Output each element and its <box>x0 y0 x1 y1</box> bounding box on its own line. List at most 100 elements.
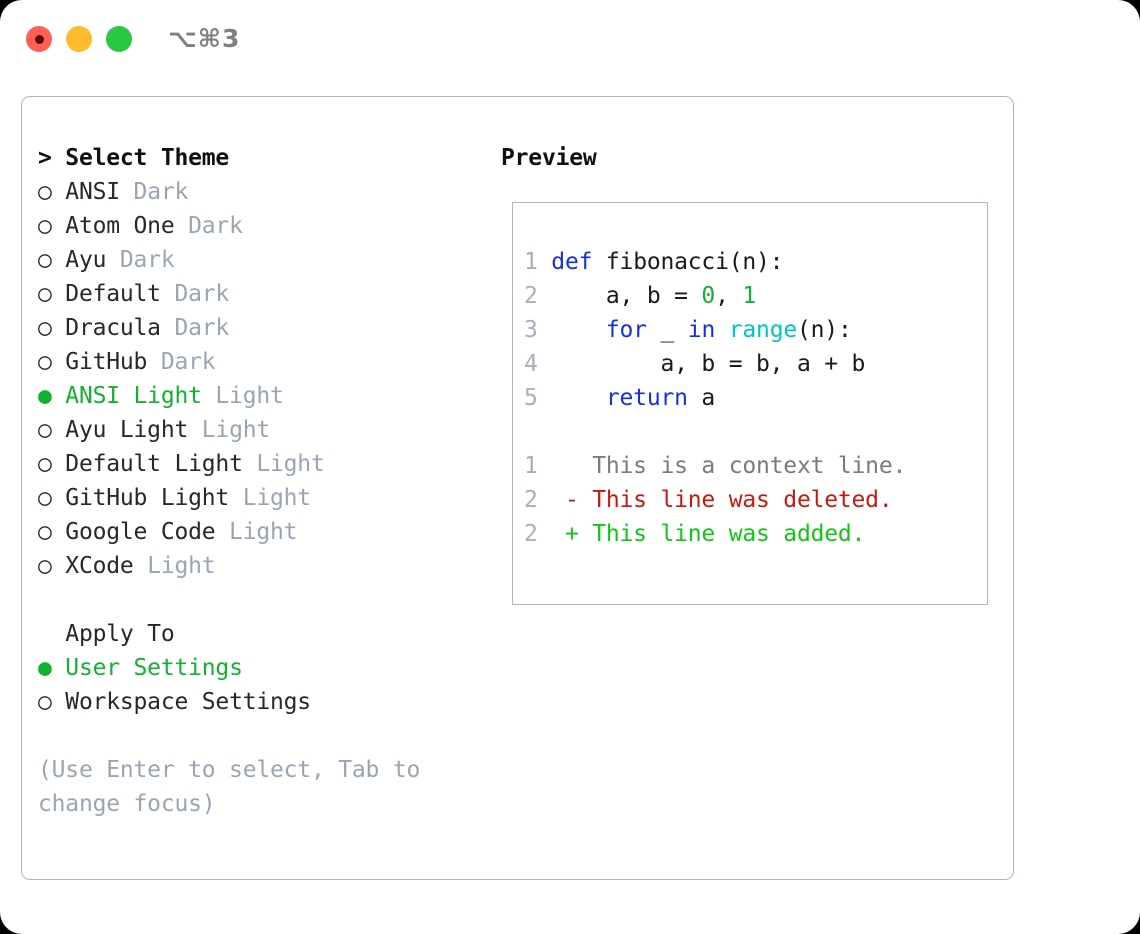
theme-option-category: Light <box>229 519 298 545</box>
theme-option[interactable]: ○ GitHub Dark <box>38 345 488 379</box>
hint-spacer <box>38 719 488 753</box>
code-token: def <box>551 249 593 275</box>
theme-picker-column: > Select Theme ○ ANSI Dark○ Atom One Dar… <box>38 141 488 821</box>
theme-option-label: XCode <box>65 553 148 579</box>
radio-unselected-icon: ○ <box>38 553 66 579</box>
code-token: range <box>728 317 797 343</box>
keyboard-hint: (Use Enter to select, Tab to change focu… <box>38 757 421 817</box>
theme-option-category: Light <box>242 485 311 511</box>
radio-unselected-icon: ○ <box>38 247 66 273</box>
theme-option-category: Dark <box>174 281 230 307</box>
apply-to-option[interactable]: ● User Settings <box>38 651 488 685</box>
theme-option[interactable]: ○ Ayu Light Light <box>38 413 488 447</box>
code-token: fibonacci(n): <box>592 249 784 275</box>
radio-unselected-icon: ○ <box>38 689 66 715</box>
line-number: 2 <box>524 487 552 513</box>
radio-unselected-icon: ○ <box>38 315 66 341</box>
line-number: 2 <box>524 283 552 309</box>
theme-option-label: Atom One <box>65 213 189 239</box>
radio-unselected-icon: ○ <box>38 213 66 239</box>
window-controls <box>26 26 132 52</box>
diff-line: 2 - This line was deleted. <box>524 483 979 517</box>
code-token: 0 <box>701 283 716 309</box>
maximize-button[interactable] <box>106 26 132 52</box>
theme-option-category: Light <box>215 383 284 409</box>
theme-option[interactable]: ● ANSI Light Light <box>38 379 488 413</box>
theme-option-label: GitHub <box>65 349 161 375</box>
theme-option[interactable]: ○ Ayu Dark <box>38 243 488 277</box>
theme-option-category: Dark <box>160 349 216 375</box>
code-token: _ <box>646 317 688 343</box>
code-line: 3 for _ in range(n): <box>524 313 979 347</box>
diff-line: 1 This is a context line. <box>524 449 979 483</box>
code-line: 4 a, b = b, a + b <box>524 347 979 381</box>
theme-option[interactable]: ○ ANSI Dark <box>38 175 488 209</box>
close-button[interactable] <box>26 26 52 52</box>
code-line: 5 return a <box>524 381 979 415</box>
preview-column: Preview 1 def fibonacci(n):2 a, b = 0, 1… <box>501 141 1001 605</box>
theme-option-label: Dracula <box>65 315 175 341</box>
code-token: a, b = b, a + b <box>551 351 866 377</box>
theme-option-label: Google Code <box>65 519 230 545</box>
code-token: return <box>605 385 688 411</box>
radio-unselected-icon: ○ <box>38 417 66 443</box>
theme-option-label: Default Light <box>65 451 257 477</box>
theme-option-label: Ayu Light <box>65 417 202 443</box>
radio-unselected-icon: ○ <box>38 281 66 307</box>
diff-line: 2 + This line was added. <box>524 517 979 551</box>
theme-option[interactable]: ○ Default Light Light <box>38 447 488 481</box>
line-number: 1 <box>524 249 552 275</box>
theme-option-label: Ayu <box>65 247 120 273</box>
radio-unselected-icon: ○ <box>38 485 66 511</box>
radio-selected-icon: ● <box>38 383 66 409</box>
code-token: a <box>687 385 716 411</box>
theme-option[interactable]: ○ XCode Light <box>38 549 488 583</box>
theme-option-category: Light <box>201 417 271 443</box>
radio-selected-icon: ● <box>38 655 66 681</box>
theme-option[interactable]: ○ Default Dark <box>38 277 488 311</box>
theme-option[interactable]: ○ Dracula Dark <box>38 311 488 345</box>
theme-option-label: ANSI <box>65 179 134 205</box>
line-number: 4 <box>524 351 552 377</box>
select-theme-header: > Select Theme <box>38 145 230 171</box>
radio-unselected-icon: ○ <box>38 349 66 375</box>
theme-option[interactable]: ○ Atom One Dark <box>38 209 488 243</box>
code-diff-spacer <box>524 415 979 449</box>
apply-to-header: Apply To <box>38 621 175 647</box>
code-token: for <box>605 317 647 343</box>
section-spacer <box>38 583 488 617</box>
line-number: 5 <box>524 385 552 411</box>
minimize-button[interactable] <box>66 26 92 52</box>
radio-unselected-icon: ○ <box>38 179 66 205</box>
code-line: 1 def fibonacci(n): <box>524 245 979 279</box>
preview-header: Preview <box>501 145 597 171</box>
apply-to-option-label: Workspace Settings <box>65 689 311 715</box>
theme-list: ○ ANSI Dark○ Atom One Dark○ Ayu Dark○ De… <box>38 175 488 583</box>
theme-option-category: Dark <box>188 213 243 239</box>
code-token <box>551 317 606 343</box>
code-line: 2 a, b = 0, 1 <box>524 279 979 313</box>
theme-option-label: GitHub Light <box>65 485 243 511</box>
line-number: 3 <box>524 317 552 343</box>
code-token: (n): <box>797 317 852 343</box>
apply-to-option[interactable]: ○ Workspace Settings <box>38 685 488 719</box>
diff-line-text: - This line was deleted. <box>551 487 893 513</box>
window-titlebar: ⌥⌘3 <box>0 0 1140 78</box>
code-token <box>551 385 606 411</box>
radio-unselected-icon: ○ <box>38 451 66 477</box>
code-token <box>715 317 729 343</box>
apply-to-option-label: User Settings <box>65 655 243 681</box>
theme-option-category: Light <box>147 553 216 579</box>
apply-to-list: ● User Settings○ Workspace Settings <box>38 651 488 719</box>
theme-option-category: Dark <box>174 315 230 341</box>
theme-option-category: Light <box>256 451 325 477</box>
code-token: a, b = <box>551 283 702 309</box>
theme-option-category: Dark <box>133 179 189 205</box>
diff-sample: 1 This is a context line.2 - This line w… <box>524 449 979 551</box>
window-title-shortcut: ⌥⌘3 <box>168 24 241 53</box>
theme-option[interactable]: ○ Google Code Light <box>38 515 488 549</box>
theme-option[interactable]: ○ GitHub Light Light <box>38 481 488 515</box>
